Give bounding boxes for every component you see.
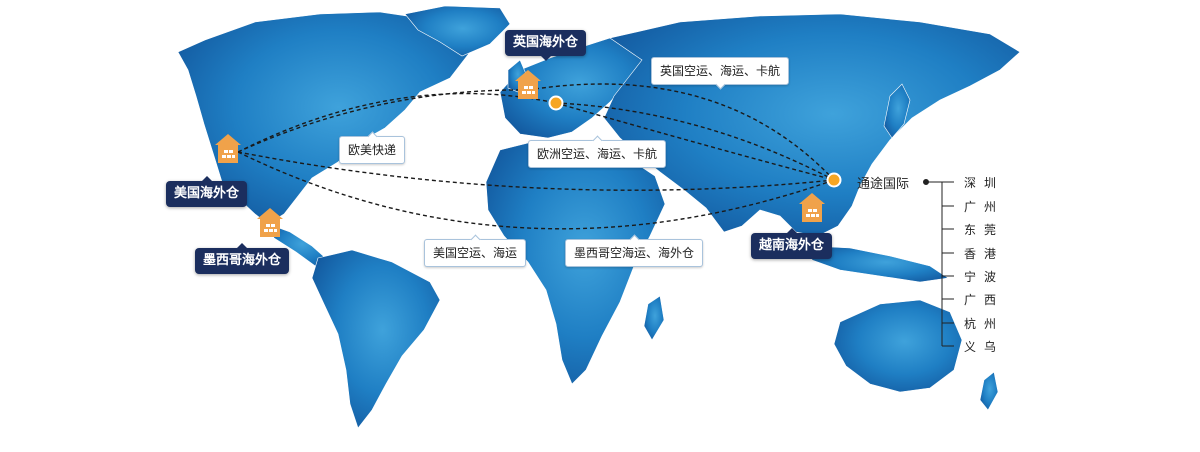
route-uk-china [527,83,835,181]
warehouse-icons [215,70,825,237]
city-shenzhen: 深圳 [964,176,1005,190]
indonesia-landmass [809,245,949,283]
hub-connector [923,179,954,347]
city-guangxi: 广西 [964,293,1005,307]
route-us-china-2 [237,151,835,191]
hub-dot-icon [548,95,564,111]
route-label-euro-us-express: 欧美快递 [339,136,406,164]
hub-label: 通途国际 [857,177,910,192]
city-ningbo: 宁波 [964,270,1005,284]
shipping-routes [237,83,835,230]
warehouse-icon [257,208,283,237]
uk-warehouse-label: 英国海外仓 [505,30,587,61]
warehouse-icon [215,134,241,163]
vietnam-warehouse-label: 越南海外仓 [751,228,833,259]
route-europe-china [555,102,835,181]
south-america-landmass [311,249,441,429]
city-dongguan: 东莞 [964,223,1005,237]
continents [177,5,1021,429]
madagascar-landmass [643,295,665,341]
australia-landmass [833,299,963,393]
mexico-warehouse-label: 墨西哥海外仓 [195,243,290,274]
route-us-china [237,151,835,230]
route-label-europe: 欧洲空运、海运、卡航 [528,140,667,168]
route-label-uk: 英国空运、海运、卡航 [651,57,790,85]
city-hangzhou: 杭州 [964,317,1005,331]
route-us-europe [237,92,557,153]
city-hongkong: 香港 [964,247,1005,261]
route-europe-china-2 [555,102,835,181]
warehouse-icon [515,70,541,99]
hub-dot-icon [826,172,842,188]
hub-dots [548,95,842,188]
city-yiwu: 义乌 [964,340,1005,354]
greenland-landmass [404,5,511,57]
route-label-us: 美国空运、海运 [424,239,527,267]
route-label-mexico: 墨西哥空海运、海外仓 [565,239,704,267]
city-guangzhou: 广州 [964,200,1005,214]
route-us-uk [237,89,529,153]
usa-warehouse-label: 美国海外仓 [166,176,248,207]
warehouse-icon [799,193,825,222]
new-zealand-landmass [979,371,999,411]
japan-landmass [883,83,911,139]
